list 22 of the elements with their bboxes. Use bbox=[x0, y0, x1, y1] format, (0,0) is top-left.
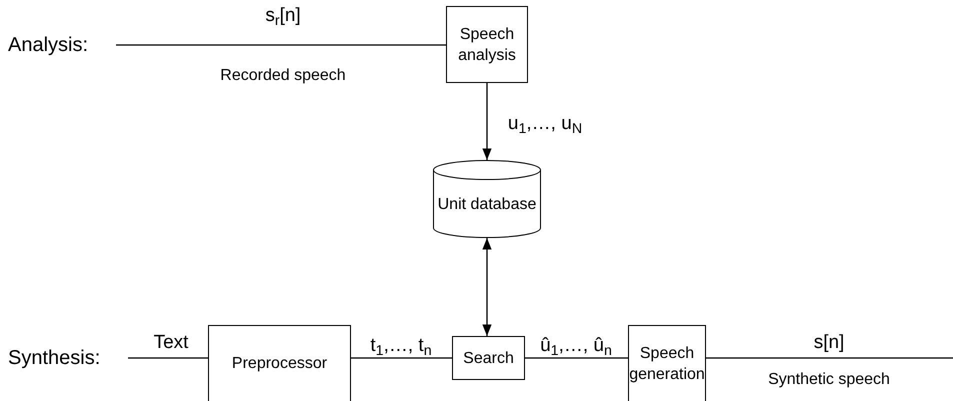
signal-caption: Recorded speech bbox=[220, 66, 346, 86]
connector-line bbox=[351, 357, 452, 359]
process-box bbox=[208, 325, 351, 401]
process-box bbox=[628, 325, 706, 401]
database-cylinder bbox=[433, 160, 541, 238]
process-box bbox=[452, 336, 525, 380]
arrow bbox=[482, 238, 492, 336]
connector-line bbox=[525, 357, 628, 359]
connector-line bbox=[128, 357, 208, 359]
edge-label: û$_{1}$,…, û$_{n}$ bbox=[538, 335, 614, 357]
node-label: Analysis: bbox=[8, 33, 88, 58]
node-label: Preprocessor bbox=[232, 354, 328, 374]
signal-caption: Synthetic speech bbox=[768, 370, 890, 390]
process-box bbox=[446, 6, 528, 83]
node-label: Search bbox=[463, 348, 514, 368]
connector-line bbox=[116, 44, 446, 46]
node-label: Speech analysis bbox=[457, 24, 517, 66]
node-label: Synthesis: bbox=[8, 346, 100, 371]
node-label: Speech generation bbox=[629, 344, 705, 384]
connector-line bbox=[706, 357, 953, 359]
arrow bbox=[482, 83, 492, 160]
node-label: Unit database bbox=[438, 195, 536, 215]
